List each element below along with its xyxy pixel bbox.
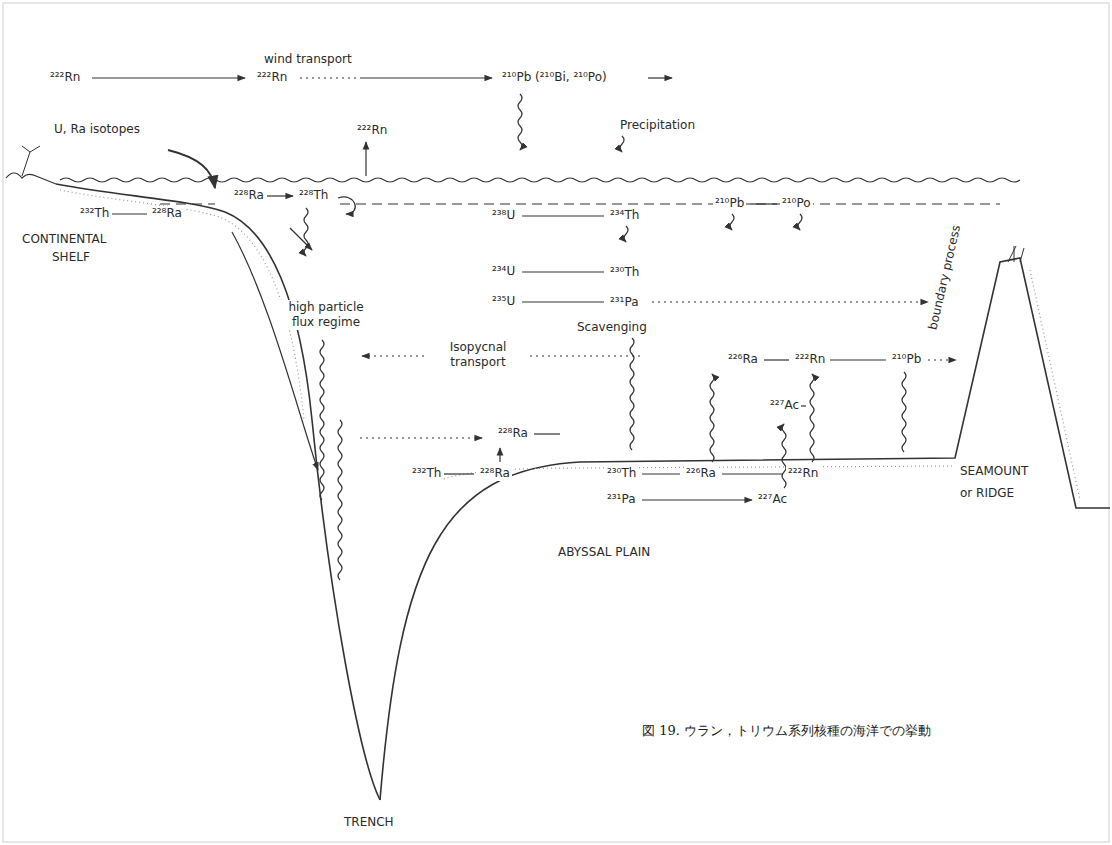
diagram-label: ²²²Rn (255, 70, 289, 85)
diagram-label: boundary process (925, 222, 965, 334)
diagram-label: ²³²Th (78, 206, 111, 221)
diagram-label: ²²⁶Ra (684, 466, 718, 481)
diagram-label: SEAMOUNT (958, 464, 1030, 479)
diagram-label: ²²⁸Ra (478, 466, 512, 481)
diagram-label: ²¹⁰Pb (713, 196, 746, 211)
diagram-label: ²²²Rn (793, 352, 827, 367)
diagram-label: ²²⁷Ac (768, 398, 801, 413)
diagram-label: U, Ra isotopes (52, 122, 142, 137)
diagram-label: ²²²Rn (48, 70, 82, 85)
diagram-label: ²¹⁰Po (780, 196, 813, 211)
diagram-label: ²³⁰Th (605, 466, 638, 481)
diagram-label: ABYSSAL PLAIN (556, 545, 652, 560)
diagram-label: ²²²Rn (786, 466, 820, 481)
diagram-label: ²¹⁰Pb (890, 352, 923, 367)
diagram-label: ²³²Th (410, 466, 443, 481)
diagram-label: ²¹⁰Pb (²¹⁰Bi, ²¹⁰Po) (500, 70, 609, 85)
diagram-label: wind transport (262, 52, 354, 67)
diagram-label: high particle flux regime (276, 300, 376, 330)
figure-caption: 図 19. ウラン，トリウム系列核種の海洋での挙動 (640, 722, 933, 740)
diagram-label: ²³¹Pa (608, 295, 640, 310)
diagram-label: ²³⁴Th (608, 208, 641, 223)
diagram-label: CONTINENTAL (20, 232, 109, 247)
diagram-label: Precipitation (618, 118, 697, 133)
diagram-label: ²³⁸U (490, 208, 517, 223)
diagram-label: SHELF (50, 250, 92, 265)
diagram-label: ²²⁶Ra (726, 352, 760, 367)
diagram-label: Isopycnal transport (426, 340, 530, 370)
diagram-label: TRENCH (342, 815, 396, 830)
diagram-label: or RIDGE (958, 486, 1016, 501)
diagram-label: ²²⁸Ra (150, 206, 184, 221)
diagram-label: ²³⁴U (490, 264, 517, 279)
diagram-label: ²²²Rn (355, 123, 389, 138)
diagram-label: ²³⁵U (490, 294, 517, 309)
diagram-label: ²²⁸Ra (496, 426, 530, 441)
diagram-label: Scavenging (575, 320, 649, 335)
diagram-label: ²³¹Pa (605, 492, 637, 507)
diagram-label: ²³⁰Th (608, 265, 641, 280)
diagram-label: ²²⁷Ac (756, 492, 789, 507)
diagram-label: ²²⁸Th (297, 188, 330, 203)
diagram-label: ²²⁸Ra (232, 188, 266, 203)
